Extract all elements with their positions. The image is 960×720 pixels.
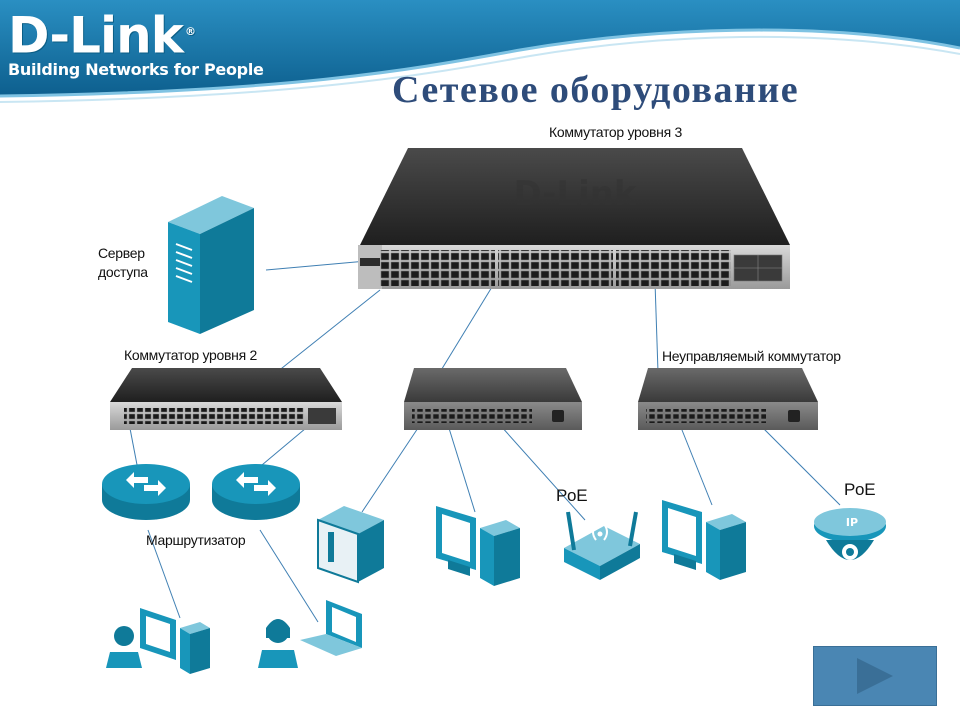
link-router2-laptop [259, 529, 319, 623]
link-router1-user [147, 529, 181, 619]
page-title: Сетевое оборудование [392, 69, 800, 111]
ip-badge: IP [846, 516, 858, 529]
header-band [0, 0, 960, 103]
user-workstation-icon [106, 608, 210, 674]
dlink-logo: D-Link® Building Networks for People [8, 4, 264, 79]
ip-camera-icon: IP [814, 508, 886, 560]
logo-brand: D-Link® [8, 6, 196, 65]
small-switch [404, 368, 582, 430]
router-icon-2 [212, 464, 300, 520]
link-unmanaged-camera [759, 424, 841, 506]
label-poe-ap: PoE [556, 486, 588, 505]
label-l2-switch: Коммутатор уровня 2 [124, 347, 257, 363]
link-l3-switch-a [439, 281, 496, 373]
l3-switch: D-Link [358, 148, 790, 289]
link-l3-l2 [271, 289, 381, 377]
l2-switch [110, 368, 342, 430]
link-switch-ap [499, 424, 586, 521]
label-l3-switch: Коммутатор уровня 3 [549, 124, 682, 140]
access-server-icon [168, 196, 254, 334]
nas-storage-icon [317, 506, 384, 584]
unmanaged-switch [638, 368, 818, 430]
link-unmanaged-pc [679, 424, 713, 506]
user-laptop-icon [258, 600, 362, 668]
desktop-pc-icon-2 [662, 500, 746, 580]
label-poe-camera: PoE [844, 480, 876, 499]
next-slide-button[interactable] [813, 646, 937, 706]
svg-text:D-Link: D-Link [513, 174, 637, 214]
label-unmanaged-switch: Неуправляемый коммутатор [662, 348, 841, 364]
router-icon-1 [102, 464, 190, 520]
label-access-server: Сервер доступа [98, 245, 148, 280]
label-router: Маршрутизатор [146, 532, 246, 548]
link-l3-unmanaged [654, 281, 659, 373]
wireless-ap-icon [564, 511, 640, 580]
play-triangle-icon [857, 658, 893, 694]
logo-tagline: Building Networks for People [8, 59, 264, 79]
link-switch-nas [361, 424, 421, 513]
link-switch-pc [447, 424, 476, 513]
desktop-pc-icon-1 [436, 506, 520, 586]
